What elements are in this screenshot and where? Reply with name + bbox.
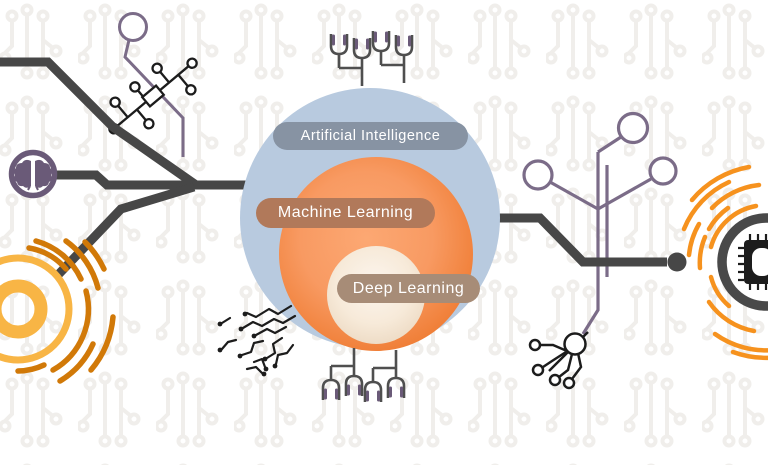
pill-machine-learning-label: Machine Learning [277, 204, 414, 221]
brain-icon [8, 149, 58, 199]
pill-artificial-intelligence: Artificial Intelligence [273, 122, 468, 150]
purple-circuit-right [522, 111, 678, 335]
pill-deep-learning: Deep Learning [337, 274, 480, 303]
trace-end-pad [667, 252, 687, 272]
pill-deep-learning-label: Deep Learning [352, 279, 465, 297]
circuit-trace-right [497, 213, 687, 272]
circuit-sprig-icon [528, 331, 589, 390]
pill-machine-learning: Machine Learning [256, 198, 435, 228]
chip-die [738, 234, 768, 290]
target-rings [0, 238, 116, 384]
cpu-chip-icon [681, 164, 768, 361]
circuit-scribble-icon [217, 304, 297, 377]
pill-artificial-intelligence-label: Artificial Intelligence [300, 128, 441, 144]
circuit-fern-icon [108, 57, 198, 135]
circuit-trace-left [0, 57, 246, 282]
chip-orange-arcs [681, 164, 768, 361]
